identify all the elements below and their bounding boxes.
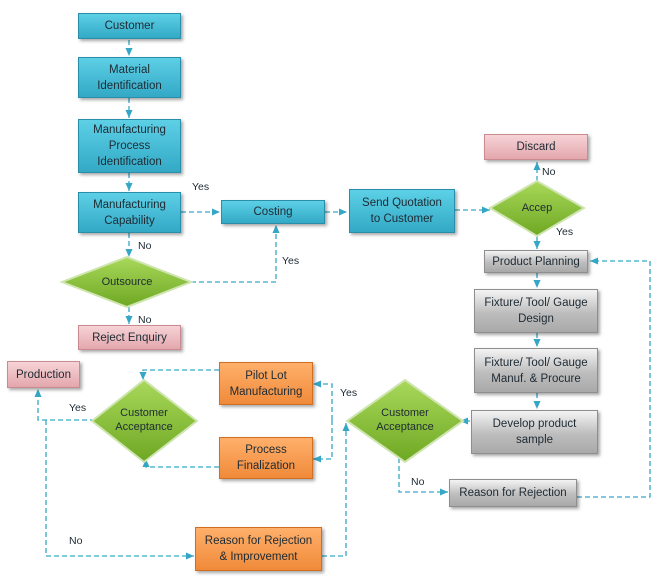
customer-acceptance-left-label: Customer Acceptance [115, 407, 173, 433]
accep-decision: Accep [497, 198, 577, 218]
edge-left-acceptance-production [34, 389, 95, 421]
edge-acceptance-yes-pilot [313, 380, 333, 420]
material-identification-label: Material Identification [97, 63, 162, 92]
capability-no-label: No [138, 240, 152, 252]
right-acceptance-no-label: No [411, 476, 425, 488]
pilot-lot-box: Pilot Lot Manufacturing [219, 362, 313, 405]
accep-yes-label: Yes [556, 226, 574, 238]
accep-decision-shape [488, 179, 586, 238]
develop-sample-label: Develop product sample [492, 418, 577, 446]
reject-enquiry-box: Reject Enquiry [78, 325, 181, 350]
edge-acceptance-yes-finalization [313, 420, 333, 463]
customer-acceptance-left-shape [90, 378, 199, 464]
costing-label: Costing [253, 206, 293, 218]
customer-label: Customer [104, 20, 155, 32]
product-planning-box: Product Planning [484, 250, 588, 273]
outsource-decision-shape [59, 255, 194, 309]
capability-yes-label: Yes [192, 181, 210, 193]
fixture-design-label: Fixture/ Tool/ Gauge Design [484, 297, 588, 325]
accep-label: Accep [521, 202, 553, 214]
edge-pilot-left-acceptance [139, 369, 219, 380]
left-acceptance-yes-label: Yes [69, 402, 87, 414]
reason-for-rejection-label: Reason for Rejection [459, 487, 567, 499]
reason-for-rejection-box: Reason for Rejection [449, 479, 577, 507]
process-finalization-label: Process Finalization [236, 444, 296, 472]
edge-improvement-acceptance [322, 423, 350, 557]
production-box: Production [7, 361, 80, 388]
develop-sample-box: Develop product sample [471, 410, 598, 454]
outsource-decision: Outsource [72, 270, 182, 294]
customer-acceptance-left-decision: Customer Acceptance [96, 402, 192, 438]
edge-outsource-costing [191, 225, 280, 283]
edge-acceptance-no-reason [398, 450, 448, 496]
send-quotation-box: Send Quotation to Customer [349, 189, 455, 233]
manufacturing-capability-label: Manufacturing Capability [93, 198, 166, 227]
product-planning-label: Product Planning [492, 255, 580, 268]
fixture-manuf-label: Fixture/ Tool/ Gauge Manuf. & Procure [484, 356, 588, 385]
fixture-manuf-box: Fixture/ Tool/ Gauge Manuf. & Procure [474, 348, 598, 393]
reject-enquiry-label: Reject Enquiry [92, 331, 167, 344]
fixture-design-box: Fixture/ Tool/ Gauge Design [474, 289, 598, 333]
customer-acceptance-right-decision: Customer Acceptance [355, 402, 455, 438]
customer-box: Customer [78, 13, 181, 39]
customer-acceptance-right-shape [345, 378, 465, 464]
send-quotation-label: Send Quotation to Customer [362, 197, 442, 225]
left-acceptance-no-label: No [69, 535, 83, 547]
right-acceptance-yes-label: Yes [340, 387, 358, 399]
costing-box: Costing [221, 200, 325, 224]
edge-finalization-left-acceptance [142, 459, 219, 468]
customer-acceptance-right-label: Customer Acceptance [376, 407, 434, 433]
process-finalization-box: Process Finalization [219, 437, 313, 479]
material-identification-box: Material Identification [78, 57, 181, 98]
outsource-no-label: No [138, 314, 152, 326]
manufacturing-process-identification-box: Manufacturing Process Identification [78, 119, 181, 173]
outsource-label: Outsource [101, 276, 153, 288]
edge-left-acceptance-no-reason [45, 420, 194, 560]
discard-label: Discard [516, 141, 556, 153]
pilot-lot-label: Pilot Lot Manufacturing [229, 369, 303, 398]
edge-reason-planning [577, 257, 651, 498]
manufacturing-capability-box: Manufacturing Capability [78, 192, 181, 233]
reason-rejection-improvement-label: Reason for Rejection & Improvement [204, 535, 313, 563]
accep-no-label: No [542, 166, 556, 178]
discard-box: Discard [484, 134, 588, 160]
manufacturing-process-identification-label: Manufacturing Process Identification [93, 124, 166, 168]
production-label: Production [16, 368, 71, 381]
outsource-yes-label: Yes [282, 255, 300, 267]
reason-rejection-improvement-box: Reason for Rejection & Improvement [195, 527, 322, 571]
